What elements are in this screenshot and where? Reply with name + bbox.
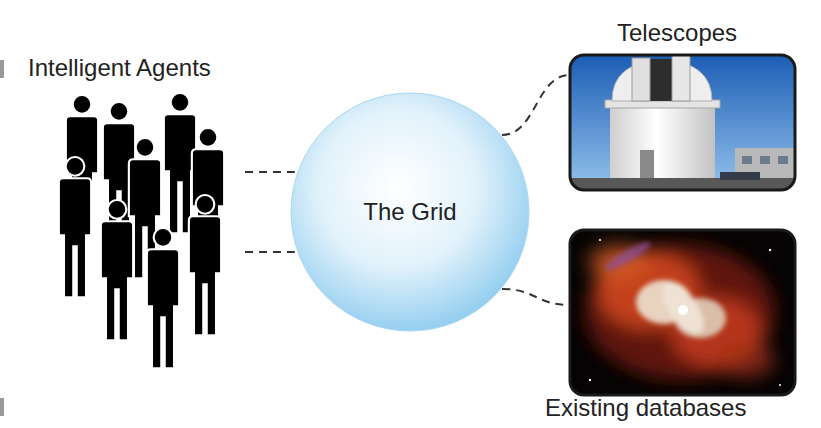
photo-frame [570,55,795,190]
people-group [59,93,224,368]
telescope-image: Telescopes [570,20,795,190]
edge-mark [0,398,4,416]
grid-sphere: The Grid [290,92,530,332]
dashed-connector [502,75,570,135]
sphere-label: The Grid [363,199,456,225]
person-silhouette [189,195,221,335]
dashed-connector [245,251,297,253]
person-silhouette [59,157,91,297]
group-heading: Telescopes [617,20,737,46]
group-heading: Existing databases [545,395,746,421]
agents-group: Intelligent Agents [20,50,245,370]
edge-mark [0,60,4,78]
person-silhouette [147,228,179,368]
telescope-photo [570,55,795,190]
dashed-connector [502,289,570,305]
dashed-connector [245,171,297,173]
person-silhouette [101,200,133,340]
group-heading: Intelligent Agents [28,55,211,81]
photo-frame [570,230,795,395]
nebula-photo [570,230,795,395]
database-image: Existing databases [570,228,795,423]
